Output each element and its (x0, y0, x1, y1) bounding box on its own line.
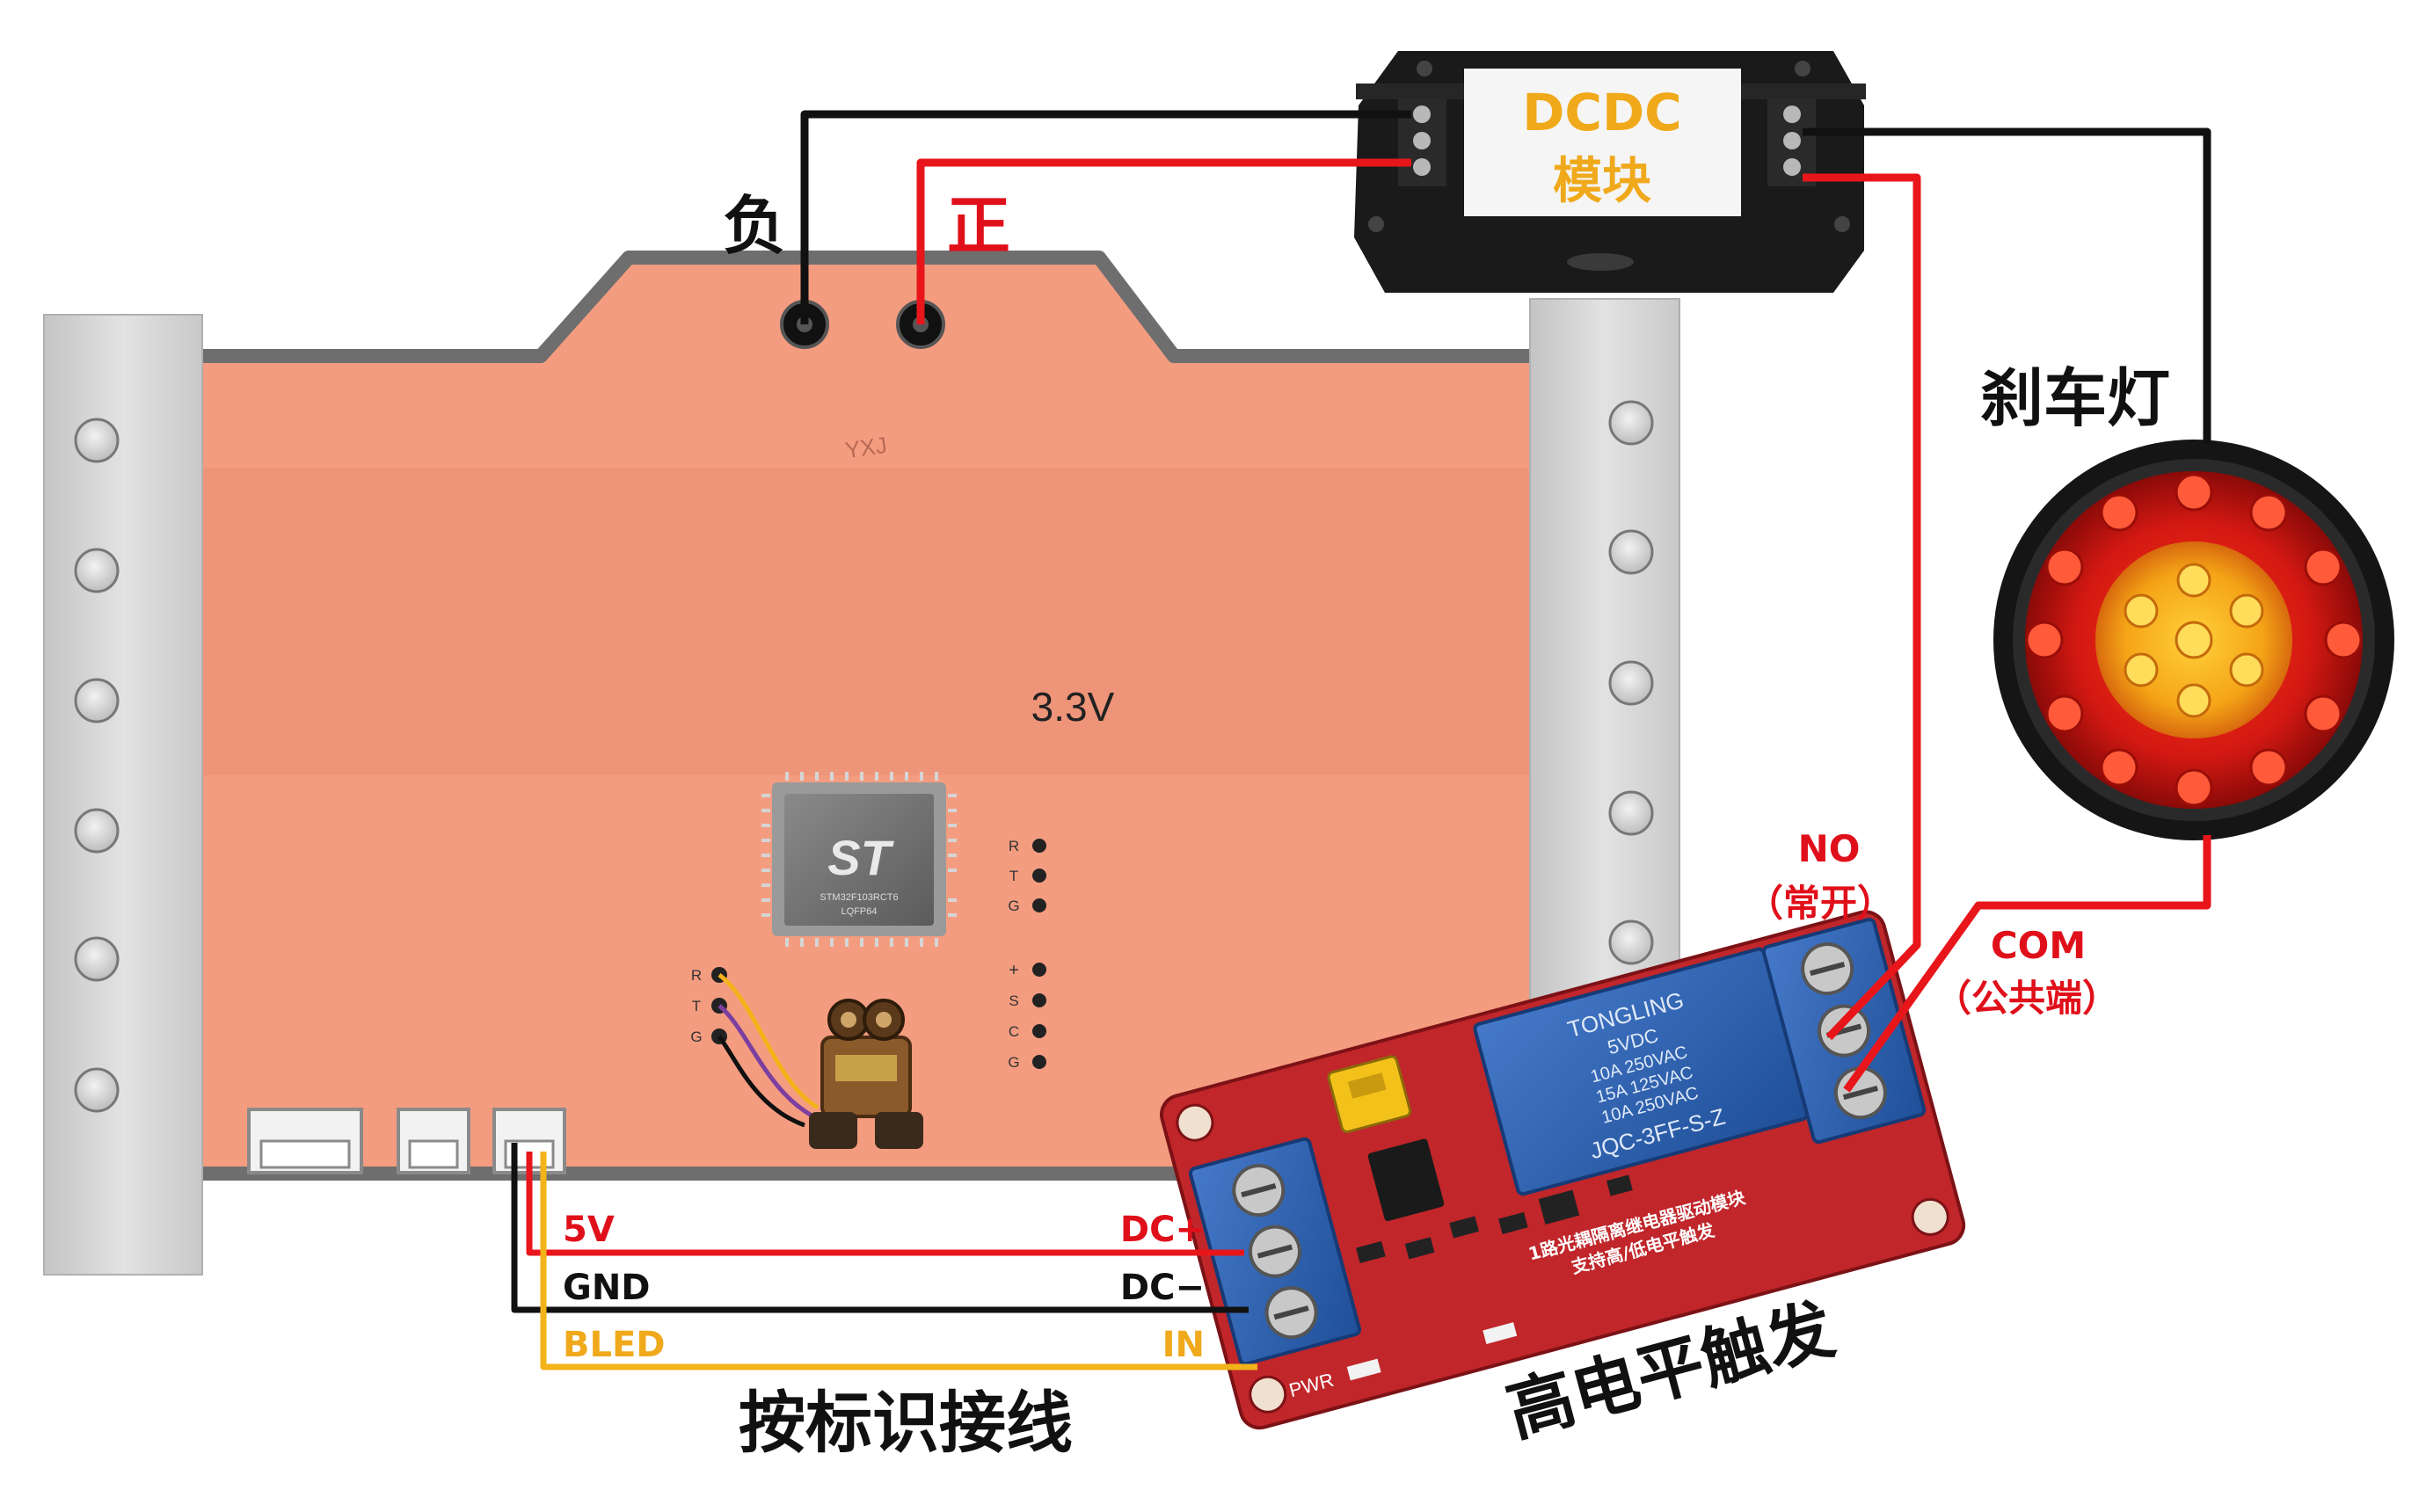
optocoupler (1367, 1138, 1445, 1222)
relay-module: TONGLING 5VDC 10A 250VAC 15A 125VAC 10A … (1160, 910, 1966, 1430)
status-led (1483, 1322, 1518, 1344)
mounting-hole (1608, 920, 1654, 965)
wire-5v-label: 5V (563, 1210, 615, 1250)
chip-logo: ST (827, 830, 894, 885)
pin-label: + (1009, 961, 1019, 980)
board-band (198, 468, 1534, 775)
pin-label: R (691, 967, 702, 984)
silk-text: YXJ (843, 432, 888, 463)
pin-label: T (692, 998, 701, 1014)
dcdc-title: DCDC (1522, 83, 1681, 142)
wire-dcdc-to-no (1803, 173, 1921, 1041)
pin (1032, 1024, 1046, 1038)
wires (511, 110, 2211, 1370)
wire-gnd-label: GND (563, 1268, 651, 1308)
pin (1032, 1055, 1046, 1069)
pin (1032, 963, 1046, 977)
bottom-connectors (247, 1108, 566, 1174)
mounting-hole (1608, 660, 1654, 706)
mounting-hole (74, 678, 120, 723)
pin-label: G (1008, 898, 1019, 914)
main-board: YXJ 3.3V ST STM32F103RCT6 LQFP64 R T G + (43, 251, 1680, 1276)
mounting-hole (74, 1067, 120, 1113)
dcdc-label-panel (1464, 69, 1741, 216)
pin-header-right: R T G + S C G (1008, 838, 1046, 1071)
com-label: COM (1991, 924, 2086, 967)
brake-light (1993, 440, 2394, 840)
in-label: IN (1162, 1325, 1205, 1365)
debug-wire-purple (718, 1004, 815, 1119)
negative-label: 负 (723, 189, 786, 263)
wire-bled-label: BLED (563, 1325, 666, 1365)
no-label-cn: （常开） (1746, 882, 1894, 925)
wire-5v (526, 1152, 1244, 1256)
pwr-led (1346, 1358, 1381, 1381)
pin (1032, 869, 1046, 883)
pin-label: G (1008, 1054, 1019, 1071)
mounting-hole (1608, 790, 1654, 836)
pin (1032, 839, 1046, 853)
wire-negative (800, 110, 1411, 324)
dcdc-subtitle: 模块 (1553, 153, 1651, 210)
pin (1032, 993, 1046, 1007)
trigger-jumper (1327, 1055, 1412, 1134)
mounting-hole (1608, 529, 1654, 575)
smd-components (1356, 1174, 1633, 1264)
chip-package: LQFP64 (841, 906, 878, 917)
right-rail (1529, 298, 1680, 1021)
mounting-hole (74, 936, 120, 982)
mounting-hole (74, 418, 120, 463)
no-label: NO (1798, 827, 1861, 870)
pin-label: R (1009, 838, 1019, 854)
dcdc-module: DCDC 模块 (1354, 51, 1866, 293)
chip-part-number: STM32F103RCT6 (820, 892, 898, 903)
com-label-cn: （公共端） (1934, 977, 2119, 1020)
lamp-outer-leds (2025, 473, 2363, 807)
left-rail (43, 314, 203, 1276)
debug-wire-black (717, 1035, 805, 1128)
dcplus-label: DC+ (1120, 1210, 1205, 1250)
debug-wire-yellow (718, 972, 820, 1110)
positive-label: 正 (947, 189, 1010, 263)
wiring-caption: 按标识接线 (739, 1384, 1073, 1462)
pin-label: C (1009, 1023, 1019, 1040)
mounting-hole (1608, 400, 1654, 446)
mounting-hole (74, 808, 120, 854)
pin-header-left: R T G (690, 967, 820, 1128)
debugger-figure-icon (809, 999, 923, 1149)
brake-light-label: 刹车灯 (1980, 361, 2170, 435)
pin (1032, 898, 1046, 912)
dcdc-output-terminals (1767, 98, 1816, 186)
voltage-label: 3.3V (1031, 684, 1115, 730)
wire-gnd (511, 1143, 1249, 1313)
pin-label: G (690, 1029, 702, 1045)
relay-cube: TONGLING 5VDC 10A 250VAC 15A 125VAC 10A … (1473, 947, 1809, 1196)
wire-dcdc-to-lamp (1803, 127, 2211, 444)
wire-lamp-to-com (1843, 835, 2211, 1093)
mounting-hole (74, 548, 120, 593)
mcu-chip: ST STM32F103RCT6 LQFP64 (761, 772, 957, 947)
wire-positive (916, 158, 1411, 324)
pin-label: T (1009, 868, 1018, 884)
wire-bled (540, 1152, 1257, 1370)
lamp-inner-leds (2124, 563, 2264, 718)
pin-label: S (1009, 992, 1018, 1009)
dcminus-label: DC− (1120, 1268, 1205, 1308)
